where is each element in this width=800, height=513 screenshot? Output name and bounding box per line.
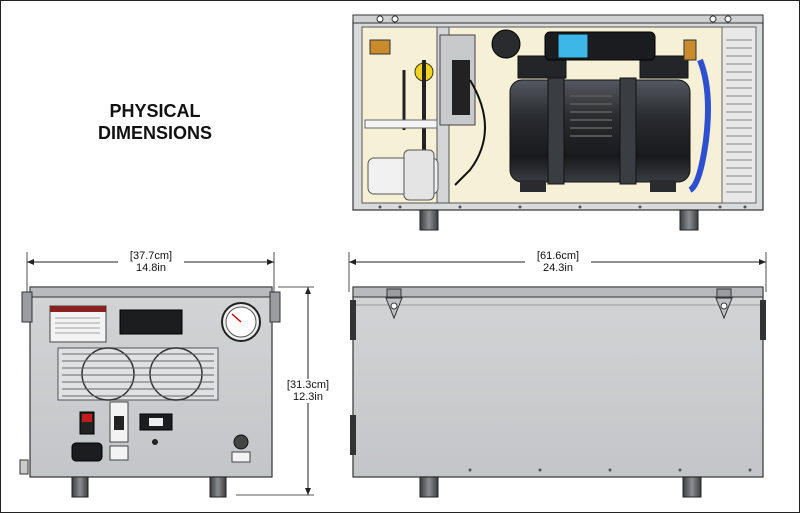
side-width-label: [61.6cm] 24.3in [525, 250, 591, 274]
gauge-needle [231, 313, 242, 323]
valve-coil [452, 60, 470, 115]
motor-band [547, 77, 565, 185]
pump-label [557, 33, 589, 59]
lid [352, 286, 764, 298]
title-line-1: PHYSICAL [109, 101, 201, 121]
motor-slots [570, 95, 612, 137]
latch-icon [715, 288, 733, 320]
display-window [119, 309, 183, 335]
lid-screw [391, 15, 399, 23]
front-width-label: [37.7cm] 14.8in [118, 250, 184, 274]
arrow-icon [267, 259, 274, 265]
foot [209, 476, 227, 498]
mount [520, 180, 546, 192]
arrow-icon [27, 259, 34, 265]
lid [352, 14, 764, 24]
fan-icon [81, 347, 135, 401]
side-fitting [19, 459, 29, 475]
side-width-imperial: 24.3in [525, 262, 591, 274]
front-view [19, 252, 314, 498]
height-imperial: 12.3in [276, 391, 340, 403]
knob-label [231, 451, 251, 463]
fitting [369, 39, 391, 55]
latch [269, 291, 281, 323]
filter-cap [403, 149, 435, 201]
arrow-icon [349, 259, 356, 265]
foot [419, 476, 439, 498]
bottom-screws [378, 205, 747, 209]
foot [682, 476, 702, 498]
fan-icon [149, 347, 203, 401]
lid-screw [376, 15, 384, 23]
arrow-icon [305, 287, 311, 294]
vent-fins [721, 26, 757, 204]
front-width-metric: [37.7cm] [118, 250, 184, 262]
switch-icon [114, 416, 124, 430]
compressor-head [639, 55, 689, 79]
foot [71, 476, 89, 498]
height-metric: [31.3cm] [276, 379, 340, 391]
front-width-imperial: 14.8in [118, 262, 184, 274]
arrow-icon [759, 259, 766, 265]
height-label: [31.3cm] 12.3in [276, 379, 340, 403]
title-line-2: DIMENSIONS [97, 123, 212, 143]
label-lines [55, 317, 100, 334]
pump-cap [491, 29, 521, 59]
latch-icon [385, 288, 403, 320]
side-hinge [350, 415, 356, 455]
grille-bars [62, 353, 214, 397]
mount [650, 180, 676, 192]
compressor-head [517, 55, 567, 79]
internal-view [352, 14, 764, 231]
side-housing [352, 286, 764, 478]
side-width-metric: [61.6cm] [525, 250, 591, 262]
inlet-label [109, 445, 129, 461]
foot [679, 209, 699, 231]
cable [454, 79, 486, 186]
lid [29, 286, 273, 298]
side-view [348, 252, 767, 498]
hose [688, 58, 711, 193]
page-title: PHYSICAL DIMENSIONS [60, 100, 250, 144]
lid-screw [709, 15, 717, 23]
power-inlet-icon [71, 442, 103, 462]
side-hinge [760, 300, 766, 340]
motor-band [619, 77, 637, 185]
latch [21, 291, 33, 323]
arrow-icon [305, 488, 311, 495]
label-plate-header [50, 306, 106, 312]
indicator-light [152, 439, 158, 445]
side-hinge [350, 300, 356, 340]
fan-grille [57, 347, 219, 401]
fitting [683, 39, 697, 61]
lid-screw [724, 15, 732, 23]
side-screws [468, 468, 752, 472]
switch-indicator [82, 414, 92, 422]
counter-digits [149, 418, 163, 426]
shelf [364, 119, 438, 129]
foot [419, 209, 439, 231]
knob-icon [233, 434, 249, 450]
